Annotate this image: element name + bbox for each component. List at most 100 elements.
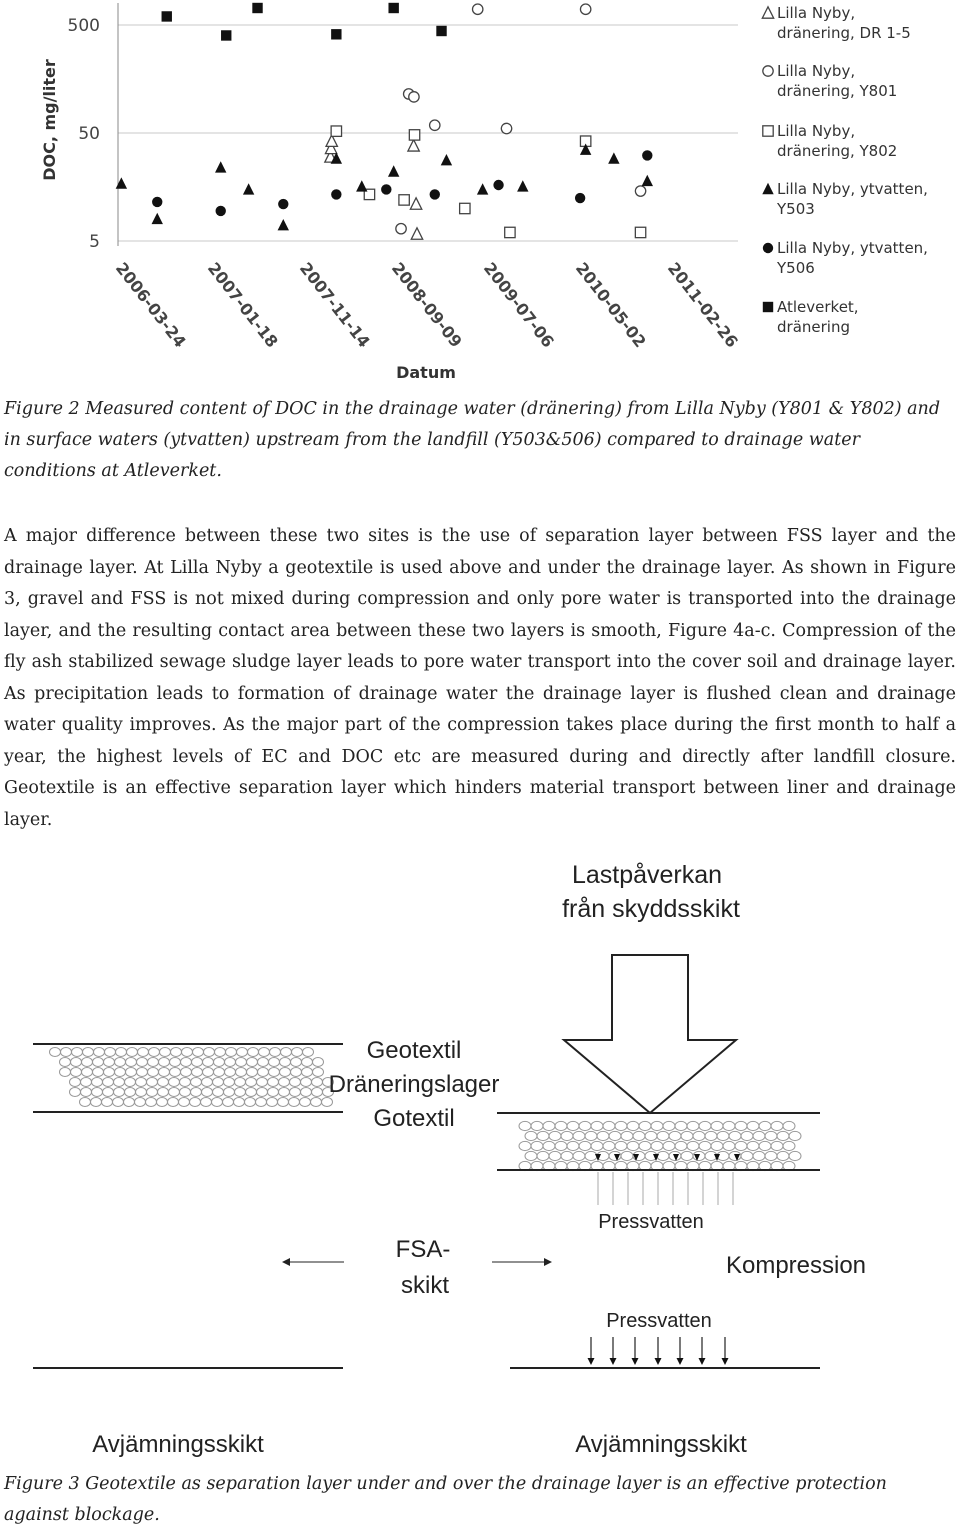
- gravel-stone: [102, 1077, 114, 1087]
- gravel-stone: [722, 1140, 736, 1152]
- gravel-stone: [524, 1130, 538, 1142]
- gravel-stone: [312, 1057, 324, 1067]
- gravel-stone: [734, 1140, 748, 1152]
- legend-label: Atleverket,: [777, 298, 859, 316]
- gravel-stone: [644, 1130, 658, 1142]
- gravel-stone: [566, 1140, 580, 1152]
- gravel-stone: [124, 1077, 136, 1087]
- gravel-stone: [79, 1097, 91, 1107]
- gravel-stone: [278, 1077, 290, 1087]
- gravel-stone: [716, 1130, 730, 1142]
- gravel-stone: [692, 1130, 706, 1142]
- gravel-stone: [614, 1140, 628, 1152]
- gravel-stone: [524, 1150, 538, 1162]
- gravel-stone: [258, 1047, 270, 1057]
- gravel-stone: [244, 1097, 256, 1107]
- data-point-circle-filled: [493, 179, 504, 191]
- gravel-stone: [224, 1057, 236, 1067]
- gravel-stone: [125, 1067, 137, 1077]
- gravel-stone: [554, 1120, 568, 1132]
- y-tick-label: 500: [68, 16, 100, 36]
- data-point-square-filled: [161, 11, 172, 22]
- gravel-stone: [268, 1057, 280, 1067]
- body-paragraph-text: A major difference between these two sit…: [4, 526, 956, 830]
- gravel-stone: [104, 1047, 116, 1057]
- gravel-stone: [728, 1130, 742, 1142]
- gravel-stone: [80, 1077, 92, 1087]
- small-arrow-icon: [633, 1154, 639, 1161]
- gravel-stone: [614, 1120, 628, 1132]
- data-point-square-filled: [221, 30, 232, 41]
- gravel-stone: [115, 1047, 127, 1057]
- gravel-stone: [156, 1097, 168, 1107]
- label-geotextil: Geotextil: [367, 1037, 462, 1064]
- x-axis-label: Datum: [396, 363, 456, 382]
- gravel-stone: [536, 1130, 550, 1142]
- load-label-line1: Lastpåverkan: [572, 861, 722, 889]
- gravel-stone: [710, 1120, 724, 1132]
- gravel-stone: [202, 1057, 214, 1067]
- gravel-stone: [311, 1087, 323, 1097]
- data-point-triangle-open: [410, 226, 424, 240]
- data-point-square-open: [408, 129, 421, 141]
- gravel-stone: [626, 1120, 640, 1132]
- gravel-stone: [662, 1120, 676, 1132]
- gravel-stone: [554, 1140, 568, 1152]
- gravel-stone: [267, 1087, 279, 1097]
- gravel-stone: [178, 1097, 190, 1107]
- down-arrow-icon: [698, 1358, 706, 1365]
- gravel-stone: [278, 1087, 290, 1097]
- body-paragraph: A major difference between these two sit…: [4, 521, 956, 836]
- x-tick-label: 2008-09-09: [388, 259, 466, 351]
- gravel-stone: [234, 1077, 246, 1087]
- gravel-stone: [662, 1140, 676, 1152]
- gravel-stone: [572, 1150, 586, 1162]
- gravel-stone: [542, 1140, 556, 1152]
- small-arrow-icon: [734, 1154, 740, 1161]
- y-axis-label: DOC, mg/liter: [40, 59, 59, 181]
- gravel-stone: [674, 1120, 688, 1132]
- x-tick-label: 2010-05-02: [572, 259, 650, 351]
- data-point-triangle-filled: [356, 180, 368, 192]
- gravel-stone: [311, 1077, 323, 1087]
- gravel-stone: [530, 1120, 544, 1132]
- gravel-stone: [113, 1077, 125, 1087]
- legend-marker-triangle-filled: [762, 182, 774, 195]
- gravel-stone: [146, 1077, 158, 1087]
- gravel-stone: [740, 1150, 754, 1162]
- data-point-circle-open: [428, 119, 441, 132]
- gravel-stone: [112, 1097, 124, 1107]
- label-avjamningsskikt-left: Avjämningsskikt: [92, 1431, 264, 1458]
- gravel-stone: [82, 1047, 94, 1057]
- data-point-triangle-filled: [517, 180, 529, 192]
- gravel-stone: [590, 1140, 604, 1152]
- chart-gridlines: [118, 24, 738, 242]
- gravel-stone: [548, 1130, 562, 1142]
- gravel-stone: [168, 1087, 180, 1097]
- label-fsa-line1: FSA-: [396, 1236, 451, 1263]
- legend-label: Lilla Nyby, ytvatten,: [777, 180, 928, 198]
- data-point-triangle-filled: [242, 183, 255, 195]
- chart-marks: [115, 2, 653, 240]
- gravel-stone: [267, 1077, 279, 1087]
- y-tick-label: 5: [89, 232, 100, 252]
- gravel-stone: [518, 1140, 532, 1152]
- data-point-square-open: [330, 125, 343, 138]
- gravel-stone: [158, 1067, 170, 1077]
- gravel-stone: [764, 1130, 778, 1142]
- gravel-stone: [123, 1097, 135, 1107]
- gravel-stone: [770, 1120, 784, 1132]
- gravel-stone: [113, 1087, 125, 1097]
- gravel-stone: [269, 1047, 281, 1057]
- gravel-stone: [101, 1097, 113, 1107]
- gravel-stone: [191, 1057, 203, 1067]
- gravel-stone: [203, 1047, 215, 1057]
- geotextile-diagram: Lastpåverkan från skyddsskikt Geotextil …: [33, 861, 866, 1458]
- legend-marker-square-filled: [762, 301, 774, 313]
- data-point-triangle-filled: [641, 174, 653, 187]
- gravel-stone: [136, 1067, 148, 1077]
- down-arrow-icon: [676, 1358, 684, 1365]
- gravel-stone: [279, 1067, 291, 1077]
- data-point-triangle-open: [406, 138, 421, 152]
